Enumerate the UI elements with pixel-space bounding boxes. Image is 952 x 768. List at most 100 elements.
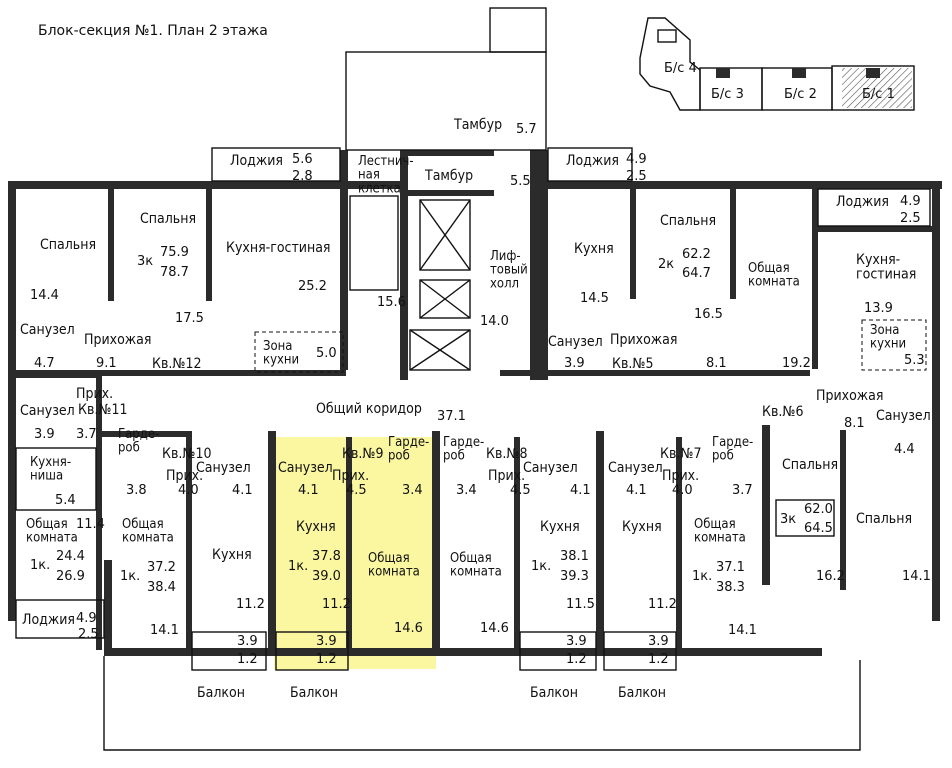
- kv9-kitchen: Кухня: [296, 519, 336, 535]
- kv10-hall-area: 4.0: [178, 483, 199, 498]
- kv9-balcony: Балкон: [290, 685, 338, 701]
- kv10-rooms: 1к.: [120, 569, 140, 584]
- kv6-kitchen: Кухня-гостиная: [856, 252, 916, 283]
- kv10-area-living: 37.2: [147, 560, 176, 575]
- kv12-loggia: Лоджия: [230, 153, 283, 169]
- kv7-wardrobe: Гарде-роб: [712, 435, 753, 464]
- kv7-balcony: Балкон: [618, 685, 666, 701]
- kv7-bath: Санузел: [608, 460, 663, 476]
- apartment-12[interactable]: Лоджия 5.6 2.8 Спальня 14.4 Спальня 17.5…: [20, 152, 337, 372]
- kv12-spalnya2-area: 17.5: [175, 311, 204, 326]
- kv5-hall: Прихожая: [610, 332, 677, 348]
- kv7-kitchen: Кухня: [622, 519, 662, 535]
- kv11-hall-area: 3.7: [76, 427, 97, 442]
- plan-title: Блок-секция №1. План 2 этажа: [38, 23, 268, 39]
- kv10-wardrobe: Гарде-роб: [118, 427, 159, 456]
- kv8-balcony-b: 1.2: [566, 652, 587, 667]
- kv12-rooms: 3к: [137, 254, 153, 269]
- kv10-area-total: 38.4: [147, 580, 176, 595]
- kv6-label: Кв.№6: [762, 404, 803, 420]
- kv12-kitchen: Кухня-гостиная: [226, 240, 331, 256]
- kv10-kitchen-area: 11.2: [236, 597, 265, 612]
- kv8-rooms: 1к.: [531, 559, 551, 574]
- kv5-area-total: 64.7: [682, 266, 711, 281]
- kv8-kitchen: Кухня: [540, 519, 580, 535]
- corridor-area: 37.1: [437, 409, 466, 424]
- key-bs3: Б/с 3: [711, 87, 744, 102]
- tambur1-label: Тамбур: [453, 117, 502, 133]
- kv6-hall-area: 8.1: [844, 416, 865, 431]
- apartment-5[interactable]: Лоджия 4.9 2.5 Кухня 14.5 Спальня 2к 62.…: [548, 152, 811, 372]
- kv10-balcony-a: 3.9: [237, 634, 258, 649]
- kv9-hall-area: 4.5: [346, 483, 367, 498]
- kv12-bath: Санузел: [20, 322, 75, 338]
- kv12-area-living: 75.9: [160, 245, 189, 260]
- apartment-11[interactable]: Санузел 3.9 Прих. 3.7 Кв.№11 Кухня-ниша …: [20, 386, 128, 642]
- kv12-loggia-b: 2.8: [292, 169, 313, 184]
- kv11-bath: Санузел: [20, 403, 75, 419]
- key-bs4: Б/с 4: [664, 61, 697, 76]
- apartment-9[interactable]: Санузел 4.1 Кв.№9 Прих. 4.5 Гарде-роб 3.…: [278, 435, 429, 701]
- kv8-bath: Санузел: [523, 460, 578, 476]
- kv12-spalnya1: Спальня: [40, 237, 96, 253]
- kv9-room-area: 14.6: [394, 621, 423, 636]
- kv6-area-total: 64.5: [804, 521, 833, 536]
- kv10-balcony-b: 1.2: [237, 652, 258, 667]
- kv9-highlight[interactable]: [274, 437, 436, 669]
- kv11-bath-area: 3.9: [34, 427, 55, 442]
- kv11-label: Кв.№11: [78, 402, 128, 418]
- kv9-balcony-b: 1.2: [316, 652, 337, 667]
- kv8-balcony: Балкон: [530, 685, 578, 701]
- kv6-loggia-a: 4.9: [900, 194, 921, 209]
- kv9-bath: Санузел: [278, 460, 333, 476]
- apartment-8[interactable]: Гарде-роб 3.4 Кв.№8 Прих. 4.5 Санузел 4.…: [443, 435, 595, 701]
- kv9-area-total: 39.0: [312, 569, 341, 584]
- kv8-area-total: 39.3: [560, 569, 589, 584]
- kv5-hall-area: 8.1: [706, 356, 727, 371]
- kv11-hall: Прих.: [76, 386, 113, 402]
- tambur2-area: 5.5: [510, 174, 531, 189]
- apartment-10[interactable]: Гарде-роб 3.8 Кв.№10 Прих. 4.0 Санузел 4…: [118, 427, 265, 701]
- kv10-wardrobe-area: 3.8: [126, 483, 147, 498]
- kv12-spalnya2: Спальня: [140, 211, 196, 227]
- kv10-hall: Прих.: [166, 468, 203, 484]
- kv5-loggia: Лоджия: [566, 153, 619, 169]
- kv6-bath: Санузел: [876, 408, 931, 424]
- kv10-bath: Санузел: [196, 460, 251, 476]
- kv5-area-living: 62.2: [682, 247, 711, 262]
- walls: [8, 150, 942, 656]
- key-plan: Б/с 4 Б/с 3 Б/с 2 Б/с 1: [639, 17, 915, 111]
- kv7-kitchen-area: 11.2: [648, 597, 677, 612]
- kv9-rooms: 1к.: [288, 559, 308, 574]
- kv7-hall-area: 4.0: [672, 483, 693, 498]
- kv7-area-living: 37.1: [716, 560, 745, 575]
- kv7-bath-area: 4.1: [626, 483, 647, 498]
- kv7-balcony-a: 3.9: [648, 634, 669, 649]
- kv12-label: Кв.№12: [152, 356, 202, 372]
- kv7-wardrobe-area: 3.7: [732, 483, 753, 498]
- kv5-bath-area: 3.9: [564, 356, 585, 371]
- kv9-hall: Прих.: [332, 468, 369, 484]
- apartment-7[interactable]: Санузел 4.1 Кв.№7 Прих. 4.0 Гарде-роб 3.…: [608, 435, 757, 701]
- kv5-kitchen: Кухня: [574, 241, 614, 257]
- key-bs2: Б/с 2: [784, 87, 817, 102]
- tambur1-area: 5.7: [516, 122, 537, 137]
- kv8-area-living: 38.1: [560, 549, 589, 564]
- kv11-loggia-a: 4.9: [76, 611, 97, 626]
- kv11-kitchen: Кухня-ниша: [30, 455, 71, 484]
- kv9-kitchen-area: 11.2: [322, 597, 351, 612]
- kv8-hall-area: 4.5: [510, 483, 531, 498]
- kv9-label: Кв.№9: [342, 446, 383, 462]
- kv5-rooms: 2к: [658, 257, 674, 272]
- kv8-kitchen-area: 11.5: [566, 597, 595, 612]
- kv9-area-living: 37.8: [312, 549, 341, 564]
- kv8-balcony-a: 3.9: [566, 634, 587, 649]
- kv6-hall: Прихожая: [816, 388, 883, 404]
